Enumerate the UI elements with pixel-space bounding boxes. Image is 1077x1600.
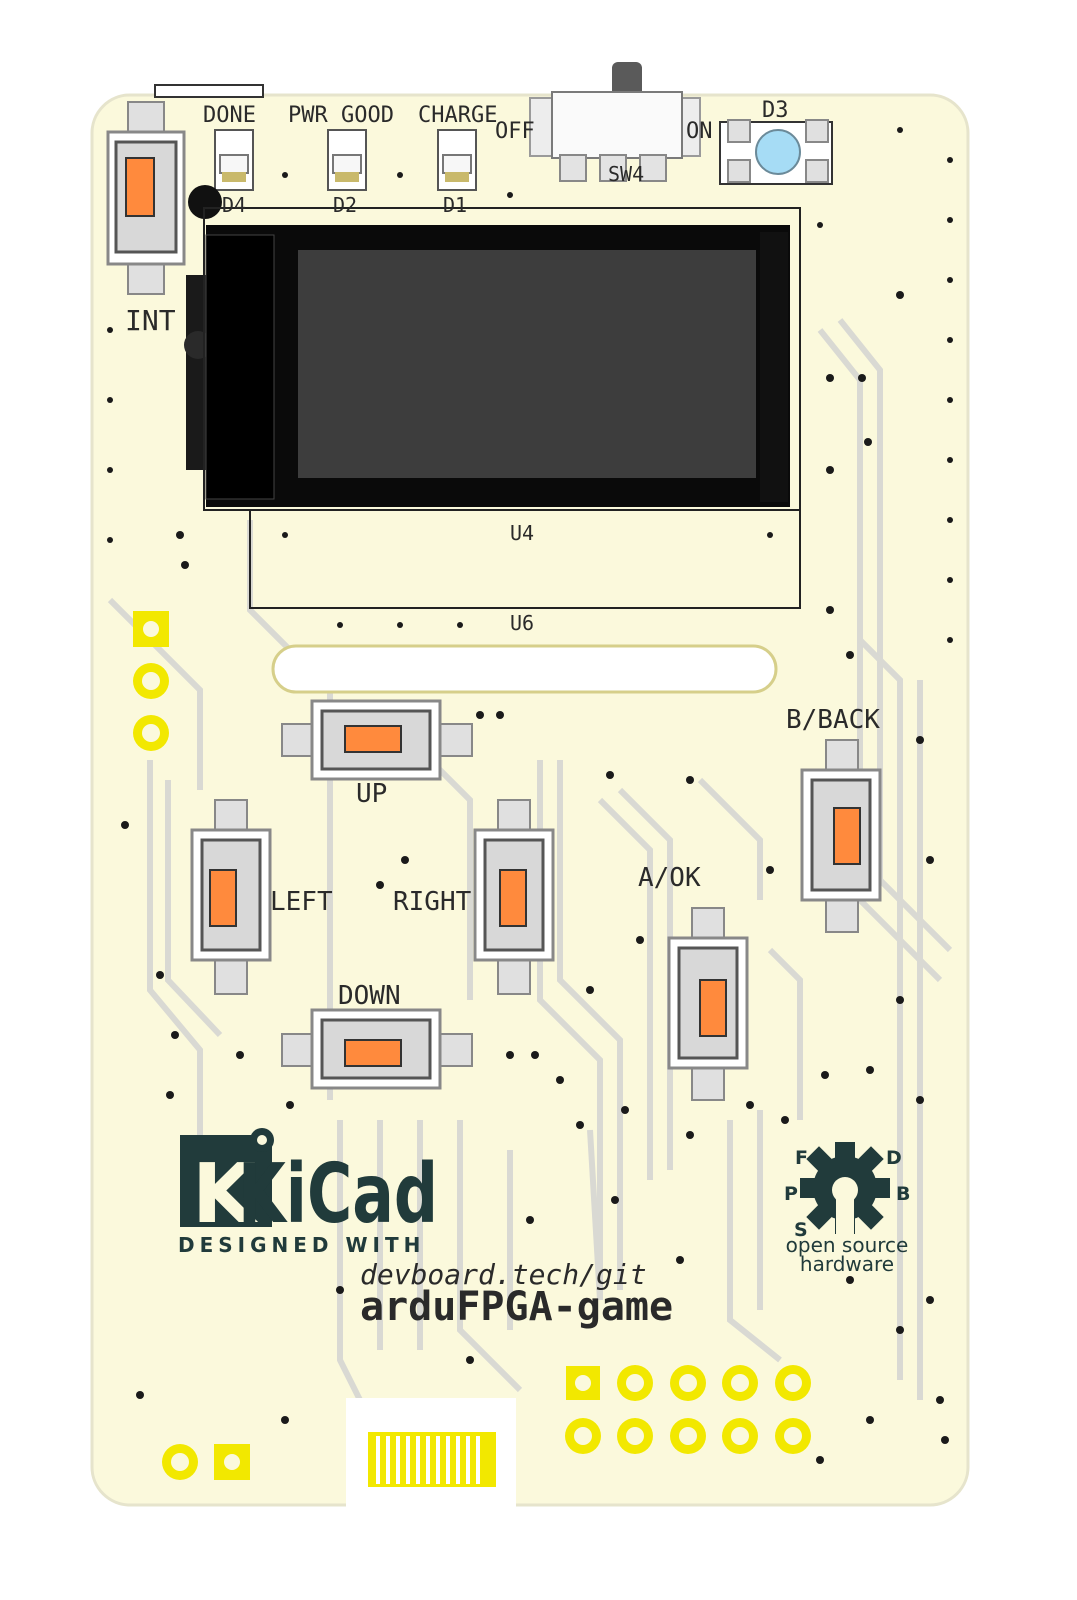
oshw-line2: hardware bbox=[800, 1252, 894, 1276]
oled-display bbox=[205, 225, 790, 507]
repo-url-text: devboard.tech/git bbox=[360, 1258, 647, 1291]
label-a-ok: A/OK bbox=[638, 863, 701, 893]
label-u4: U4 bbox=[510, 521, 534, 545]
led-d1 bbox=[437, 129, 477, 191]
label-d1: D1 bbox=[443, 193, 467, 217]
label-down: DOWN bbox=[338, 981, 401, 1011]
label-charge: CHARGE bbox=[418, 103, 497, 128]
oshw-letter-f: F bbox=[795, 1147, 808, 1169]
label-on: ON bbox=[686, 119, 713, 144]
label-int: INT bbox=[125, 304, 176, 337]
u6-outline bbox=[249, 509, 801, 609]
via-layer bbox=[107, 127, 953, 1464]
int-button[interactable] bbox=[106, 101, 186, 295]
oshw-letter-d: D bbox=[886, 1147, 902, 1169]
label-up: UP bbox=[356, 779, 387, 809]
up-button[interactable] bbox=[281, 699, 473, 781]
led-d2 bbox=[327, 129, 367, 191]
left-button[interactable] bbox=[190, 799, 272, 995]
label-off: OFF bbox=[495, 119, 535, 144]
down-button[interactable] bbox=[281, 1008, 473, 1090]
led-d3 bbox=[719, 119, 833, 185]
label-left: LEFT bbox=[270, 887, 333, 917]
usb-connector-cutout bbox=[346, 1398, 516, 1508]
top-connector bbox=[154, 84, 264, 98]
label-b-back: B/BACK bbox=[786, 705, 880, 735]
label-done: DONE bbox=[203, 103, 256, 128]
oshw-letter-p: P bbox=[784, 1183, 798, 1205]
label-d3: D3 bbox=[762, 98, 789, 123]
board-slot bbox=[271, 644, 778, 694]
slide-switch-sw4[interactable] bbox=[529, 62, 701, 182]
led-d4 bbox=[214, 129, 254, 191]
kicad-logo: K KiCad DESIGNED WITH bbox=[178, 1128, 438, 1257]
kicad-tagline: DESIGNED WITH bbox=[178, 1233, 425, 1257]
header-left-3pin bbox=[133, 611, 169, 751]
project-name: arduFPGA-game bbox=[360, 1284, 673, 1330]
a-ok-button[interactable] bbox=[667, 907, 749, 1101]
display-flex-connector bbox=[186, 275, 208, 470]
label-u6: U6 bbox=[510, 611, 534, 635]
label-d2: D2 bbox=[333, 193, 357, 217]
oshw-line1: open source bbox=[786, 1233, 909, 1257]
label-pwr-good: PWR GOOD bbox=[288, 103, 394, 128]
label-right: RIGHT bbox=[393, 887, 472, 917]
b-back-button[interactable] bbox=[800, 739, 882, 933]
kicad-wordmark: KiCad bbox=[238, 1147, 438, 1242]
oshw-letter-b: B bbox=[896, 1183, 910, 1205]
right-button[interactable] bbox=[473, 799, 555, 995]
display-screen bbox=[298, 250, 756, 478]
label-sw4: SW4 bbox=[608, 162, 644, 186]
oshw-letter-s: S bbox=[794, 1219, 808, 1241]
label-d4: D4 bbox=[222, 193, 246, 217]
header-2x5 bbox=[565, 1365, 811, 1454]
capacitor-round bbox=[188, 185, 222, 219]
svg-text:K: K bbox=[192, 1147, 259, 1242]
oshw-gear-icon bbox=[800, 1142, 890, 1236]
header-bottom-2pin bbox=[162, 1444, 250, 1480]
